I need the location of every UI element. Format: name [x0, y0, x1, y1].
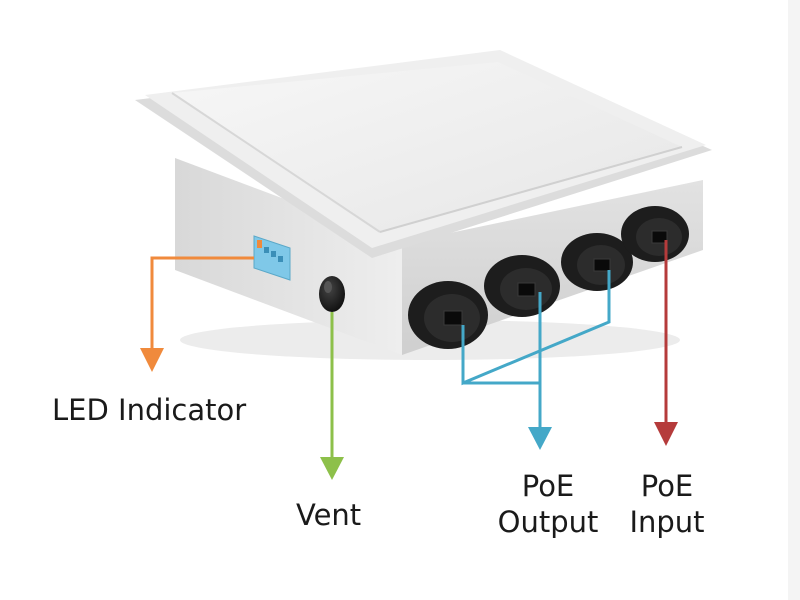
connector-1 [408, 281, 488, 349]
poe-output-label-line2: Output [497, 505, 599, 539]
poe-output-label-line1: PoE [521, 469, 575, 503]
outdoor-access-point-image [135, 50, 712, 360]
poe-input-label: PoE Input [620, 468, 714, 540]
poe-input-label-line2: Input [629, 505, 705, 539]
poe-output-label: PoE Output [488, 468, 608, 540]
right-edge-strip [788, 0, 800, 600]
vent-arrow [320, 312, 344, 480]
poe-input-arrow [654, 240, 678, 446]
waterproof-rj45-gland-icon [408, 206, 689, 349]
vent-plug-icon [319, 276, 345, 312]
poe-output-arrow [461, 270, 611, 450]
connector-2 [484, 255, 560, 317]
led-indicator-label: LED Indicator [52, 393, 247, 427]
led-indicator-arrow [140, 256, 254, 372]
device-lid [172, 62, 682, 232]
vent-label: Vent [296, 498, 362, 532]
connector-4 [621, 206, 689, 262]
poe-input-label-line1: PoE [640, 469, 694, 503]
connector-3 [561, 233, 633, 291]
